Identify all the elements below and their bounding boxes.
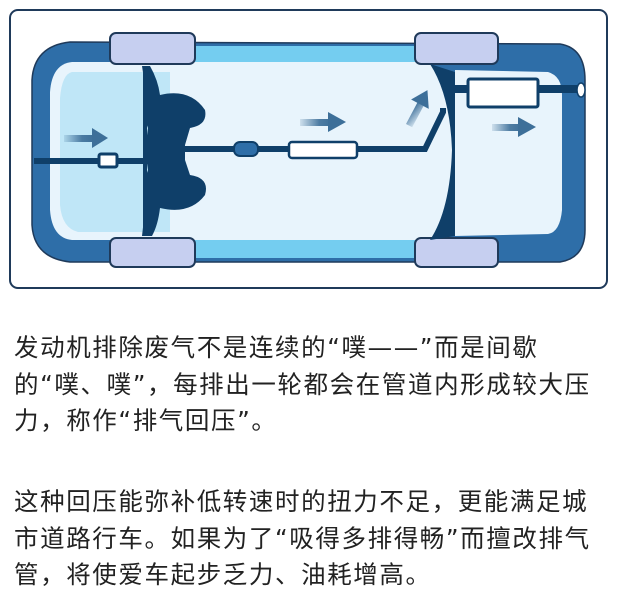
wheel-front-left	[109, 32, 196, 65]
wheel-rear-right	[414, 237, 499, 268]
flow-arrow-middle	[300, 112, 346, 132]
rear-compartment	[455, 70, 562, 236]
wheel-rear-left	[414, 32, 499, 65]
rear-crossmember	[430, 64, 455, 240]
wheel-front-right	[109, 237, 196, 268]
paragraph-back-pressure: 这种回压能弥补低转速时的扭力不足，更能满足城市道路行车。如果为了“吸得多排得畅”…	[14, 487, 591, 589]
catalytic-converter	[233, 141, 259, 157]
flow-arrow-outlet	[492, 117, 536, 137]
engine-bay	[60, 72, 170, 232]
flow-arrow-up	[406, 90, 429, 128]
car-exhaust-diagram	[9, 9, 608, 289]
flow-arrow-intake	[64, 128, 108, 148]
middle-muffler	[287, 140, 359, 160]
paragraph-exhaust-pulse: 发动机排除废气不是连续的“噗——”而是间歇的“噗、噗”，每排出一轮都会在管道内形…	[14, 333, 591, 435]
tailpipe	[576, 82, 586, 98]
engine-manifold	[142, 66, 206, 236]
intake-sensor	[97, 152, 119, 169]
intake-pipe	[34, 158, 149, 164]
rear-muffler	[466, 77, 540, 109]
